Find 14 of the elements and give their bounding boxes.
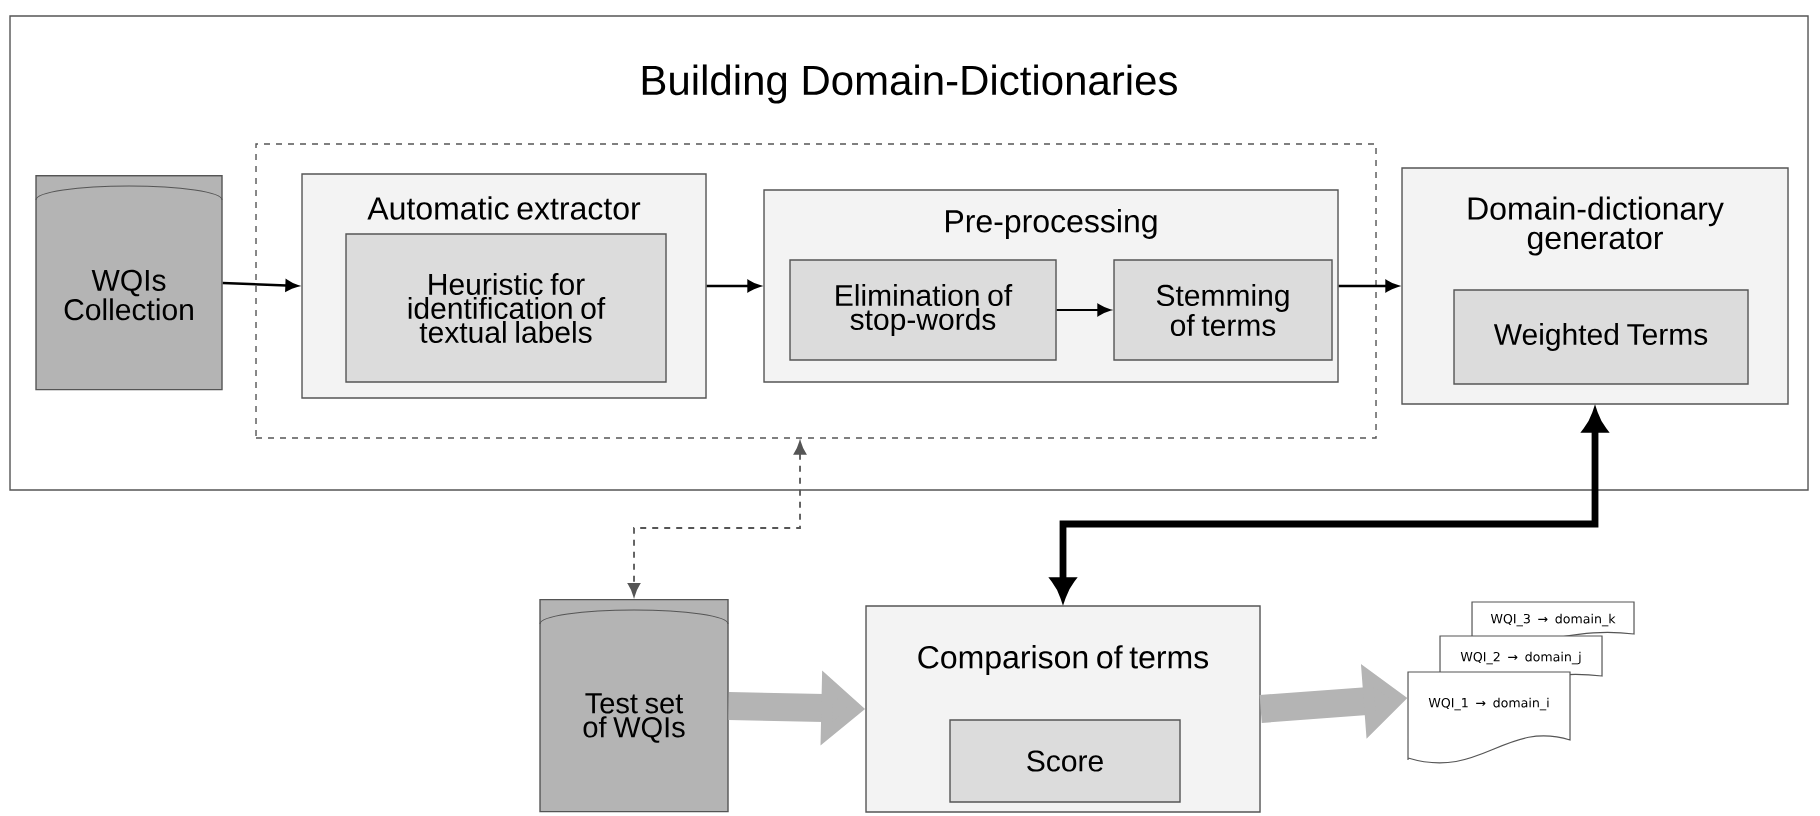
- arrow: [706, 280, 761, 292]
- arrow: [627, 441, 807, 597]
- database-cylinder: WQIs Collection: [35, 174, 223, 391]
- arrow: [1055, 303, 1111, 317]
- arrow: [1051, 410, 1607, 600]
- process-box: Stemming of terms: [1113, 259, 1333, 361]
- database-cylinder: Test set of WQIs: [539, 598, 729, 813]
- arrow: [222, 279, 299, 292]
- process-box: Score: [949, 719, 1181, 803]
- dashed-group-box: [255, 143, 1377, 439]
- arrow: [1338, 280, 1399, 292]
- process-box: Elimination of stop-words: [789, 259, 1057, 361]
- process-box: Heuristic for identification of textual labels: [345, 233, 667, 383]
- process-box: Weighted Terms: [1453, 289, 1749, 385]
